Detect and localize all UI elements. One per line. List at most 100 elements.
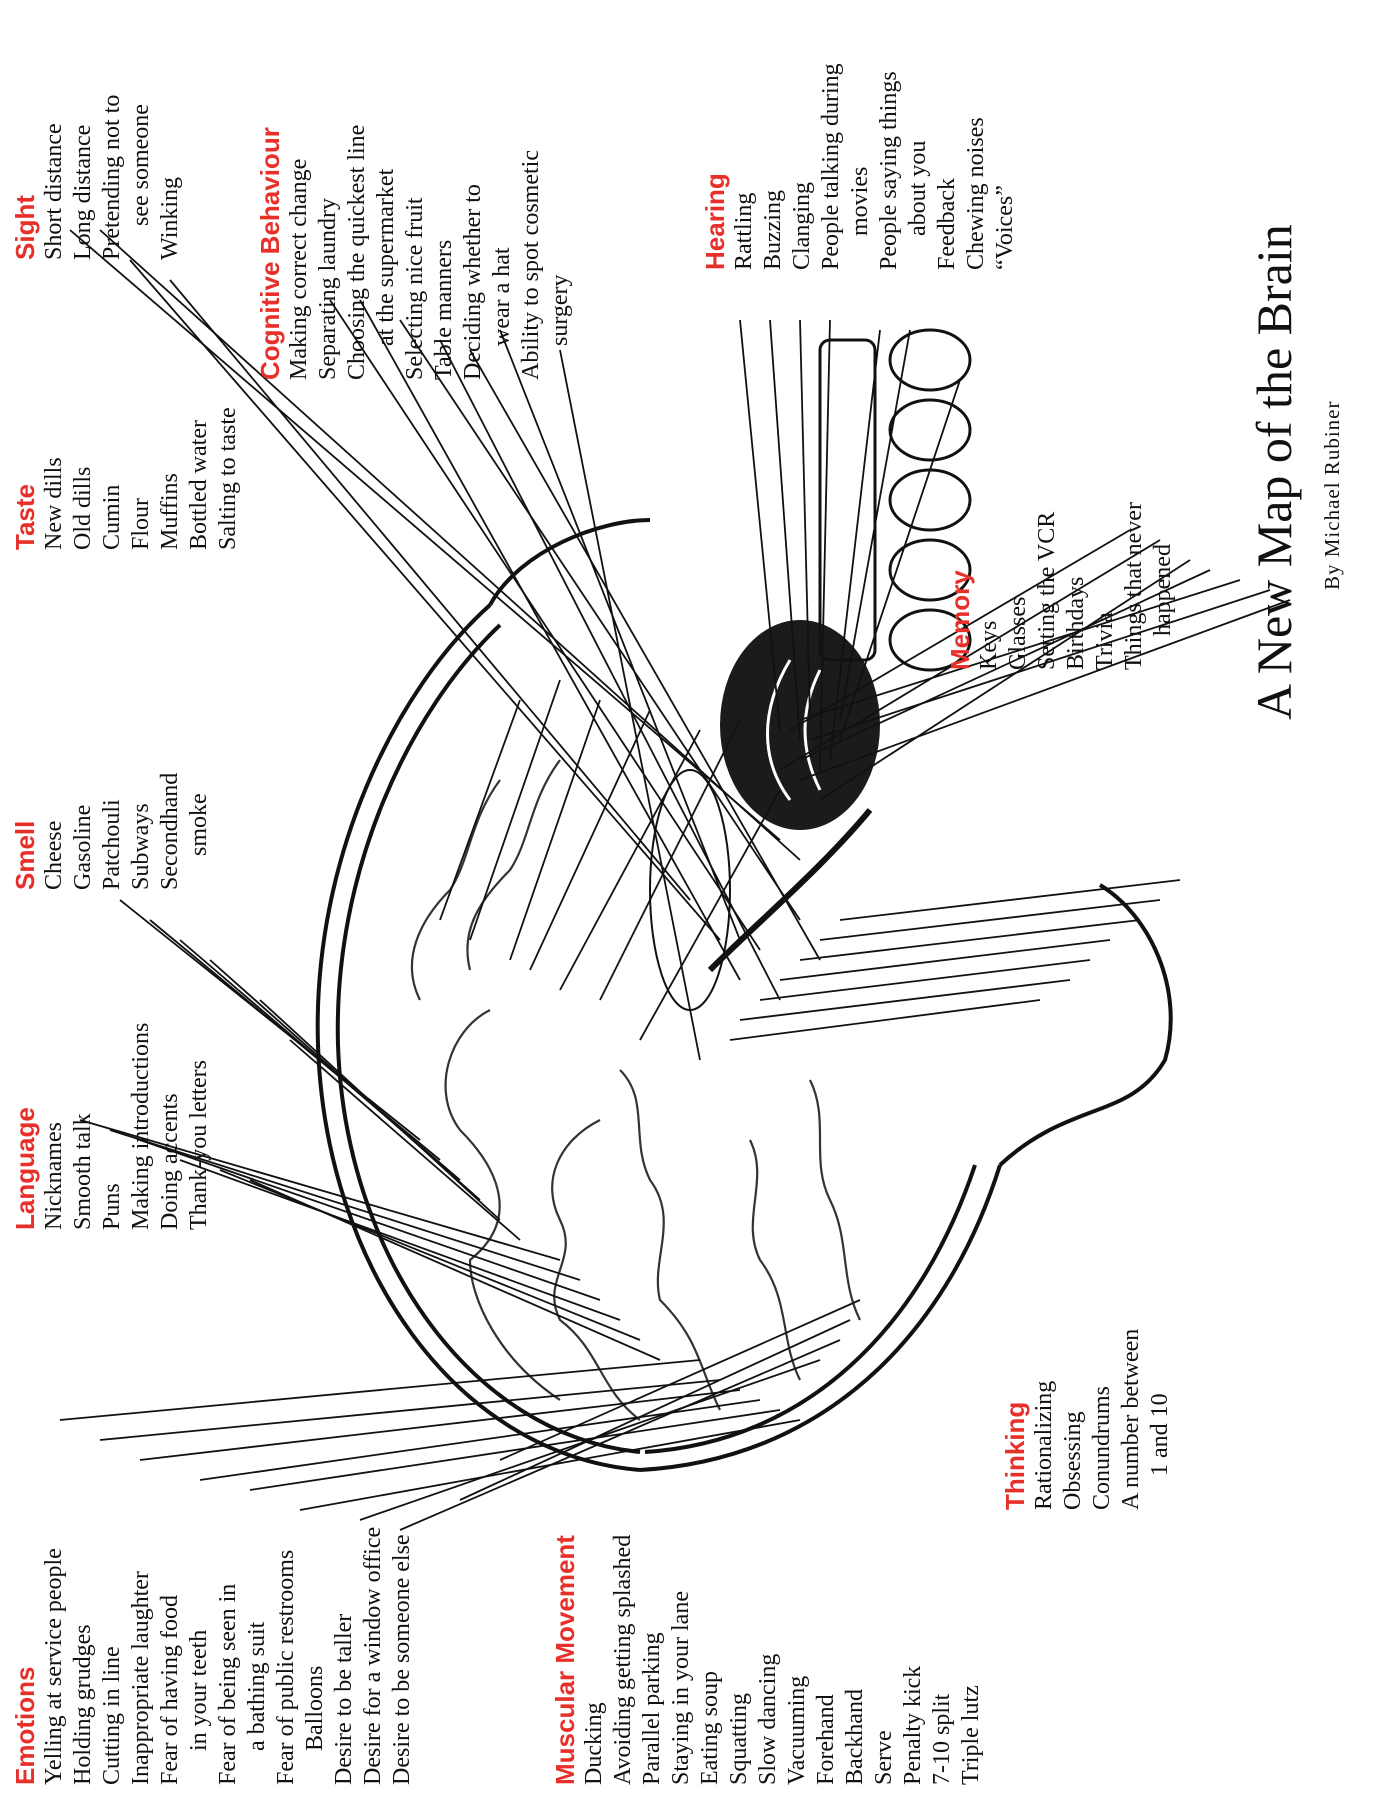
group-language: Language Nicknames Smooth talk Puns Maki… — [10, 1023, 214, 1230]
list-item: Birthdays — [1062, 502, 1091, 670]
list-item: Making correct change — [285, 125, 314, 380]
list-item: Ducking — [580, 1535, 609, 1785]
group-heading: Muscular Movement — [550, 1535, 580, 1785]
group-heading: Language — [10, 1023, 40, 1230]
group-memory: Memory Keys Glasses Setting the VCR Birt… — [945, 502, 1178, 670]
list-item: Yelling at service people — [40, 1527, 69, 1785]
list-item: Muffins — [156, 407, 185, 550]
list-item: Deciding whether to — [459, 125, 488, 380]
list-item: Vacuuming — [783, 1535, 812, 1785]
list-item: Cheese — [40, 773, 69, 890]
list-item: Inappropriate laughter — [127, 1527, 156, 1785]
list-item: Cutting in line — [98, 1527, 127, 1785]
list-item: Selecting nice fruit — [401, 125, 430, 380]
list-item: Puns — [98, 1023, 127, 1230]
list-item: Choosing the quickest line — [343, 125, 372, 380]
group-smell: Smell Cheese Gasoline Patchouli Subways … — [10, 773, 214, 890]
list-item: Eating soup — [696, 1535, 725, 1785]
list-item: Slow dancing — [754, 1535, 783, 1785]
group-heading: Hearing — [700, 63, 730, 270]
list-item: Penalty kick — [899, 1535, 928, 1785]
list-item: Nicknames — [40, 1023, 69, 1230]
list-item: Secondhand — [156, 773, 185, 890]
group-heading: Thinking — [1000, 1329, 1030, 1510]
list-item: happened — [1149, 502, 1178, 670]
group-heading: Taste — [10, 407, 40, 550]
list-item: Winking — [156, 95, 185, 260]
list-item: movies — [846, 63, 875, 270]
group-hearing: Hearing Rattling Buzzing Clanging People… — [700, 63, 1020, 270]
group-muscular-movement: Muscular Movement Ducking Avoiding getti… — [550, 1535, 986, 1785]
list-item: Long distance — [69, 95, 98, 260]
list-item: Setting the VCR — [1033, 502, 1062, 670]
list-item: Chewing noises — [962, 63, 991, 270]
list-item: Obsessing — [1059, 1329, 1088, 1510]
group-cognitive-behaviour: Cognitive Behaviour Making correct chang… — [255, 125, 575, 380]
list-item: Thank-you letters — [185, 1023, 214, 1230]
group-sight: Sight Short distance Long distance Prete… — [10, 95, 185, 260]
list-item: Table manners — [430, 125, 459, 380]
list-item: Rationalizing — [1030, 1329, 1059, 1510]
list-item: Short distance — [40, 95, 69, 260]
list-item: Old dills — [69, 407, 98, 550]
list-item: Backhand — [841, 1535, 870, 1785]
list-item: Salting to taste — [214, 407, 243, 550]
list-item: Conundrums — [1088, 1329, 1117, 1510]
list-item: Gasoline — [69, 773, 98, 890]
list-item: Subways — [127, 773, 156, 890]
list-item: Separating laundry — [314, 125, 343, 380]
list-item: New dills — [40, 407, 69, 550]
list-item: A number between — [1117, 1329, 1146, 1510]
list-item: Trivia — [1091, 502, 1120, 670]
list-item: Desire for a window office — [359, 1527, 388, 1785]
list-item: Flour — [127, 407, 156, 550]
group-taste: Taste New dills Old dills Cumin Flour Mu… — [10, 407, 243, 550]
list-item: Pretending not to — [98, 95, 127, 260]
list-item: surgery — [546, 125, 575, 380]
list-item: People saying things — [875, 63, 904, 270]
list-item: Balloons — [301, 1527, 330, 1785]
list-item: Doing accents — [156, 1023, 185, 1230]
list-item: Avoiding getting splashed — [609, 1535, 638, 1785]
group-heading: Smell — [10, 773, 40, 890]
list-item: Clanging — [788, 63, 817, 270]
list-item: a bathing suit — [243, 1527, 272, 1785]
list-item: Fear of having food — [156, 1527, 185, 1785]
list-item: smoke — [185, 773, 214, 890]
list-item: Desire to be someone else — [388, 1527, 417, 1785]
list-item: about you — [904, 63, 933, 270]
list-item: Patchouli — [98, 773, 127, 890]
list-item: Rattling — [730, 63, 759, 270]
list-item: Triple lutz — [957, 1535, 986, 1785]
group-emotions: Emotions Yelling at service people Holdi… — [10, 1527, 417, 1785]
list-item: Staying in your lane — [667, 1535, 696, 1785]
list-item: wear a hat — [488, 125, 517, 380]
list-item: Holding grudges — [69, 1527, 98, 1785]
list-item: Ability to spot cosmetic — [517, 125, 546, 380]
list-item: Buzzing — [759, 63, 788, 270]
group-heading: Cognitive Behaviour — [255, 125, 285, 380]
page-title: A New Map of the Brain — [1245, 224, 1303, 720]
list-item: Bottled water — [185, 407, 214, 550]
list-item: Cumin — [98, 407, 127, 550]
list-item: in your teeth — [185, 1527, 214, 1785]
list-item: at the supermarket — [372, 125, 401, 380]
list-item: Things that never — [1120, 502, 1149, 670]
group-heading: Memory — [945, 502, 975, 670]
byline: By Michael Rubiner — [1320, 401, 1345, 590]
list-item: 7-10 split — [928, 1535, 957, 1785]
list-item: Glasses — [1004, 502, 1033, 670]
list-item: 1 and 10 — [1146, 1329, 1175, 1510]
list-item: Serve — [870, 1535, 899, 1785]
list-item: Parallel parking — [638, 1535, 667, 1785]
list-item: Feedback — [933, 63, 962, 270]
list-item: see someone — [127, 95, 156, 260]
list-item: People talking during — [817, 63, 846, 270]
group-thinking: Thinking Rationalizing Obsessing Conundr… — [1000, 1329, 1175, 1510]
list-item: Forehand — [812, 1535, 841, 1785]
list-item: Making introductions — [127, 1023, 156, 1230]
brain-folds — [412, 760, 860, 1420]
list-item: Squatting — [725, 1535, 754, 1785]
list-item: Smooth talk — [69, 1023, 98, 1230]
